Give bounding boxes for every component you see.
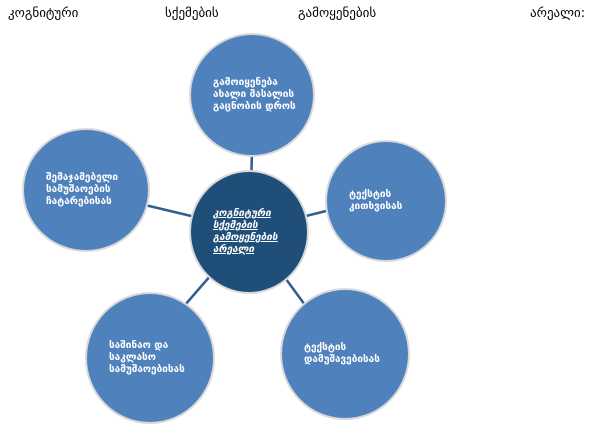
node-top: გამოიყენება ახალი მასალის გაცნობის დროს <box>189 33 315 157</box>
node-label: შემაჯამებელი სამუშაოების ჩატარებისას <box>46 172 119 207</box>
node-label: ტექსტის კითხვისას <box>349 189 403 212</box>
title-word: გამოყენების <box>298 6 377 21</box>
title-word: კოგნიტური <box>8 6 79 21</box>
title-word: სქემების <box>165 6 219 21</box>
title-word: არეალი: <box>530 6 586 21</box>
node-label: კოგნიტური სქემების გამოყენების არეალი <box>213 208 278 255</box>
node-left: შემაჯამებელი სამუშაოების ჩატარებისას <box>22 128 150 252</box>
node-center: კოგნიტური სქემების გამოყენების არეალი <box>189 170 309 294</box>
node-bottom-right: ტექსტის დამუშავებისას <box>280 288 410 420</box>
node-label: გამოიყენება ახალი მასალის გაცნობის დროს <box>213 77 296 112</box>
node-label: საშინაო და საკლასო სამუშაოებისას <box>109 340 185 375</box>
node-label: ტექსტის დამუშავებისას <box>304 342 380 365</box>
node-right: ტექსტის კითხვისას <box>325 140 447 262</box>
node-bottom-left: საშინაო და საკლასო სამუშაოებისას <box>85 292 215 424</box>
